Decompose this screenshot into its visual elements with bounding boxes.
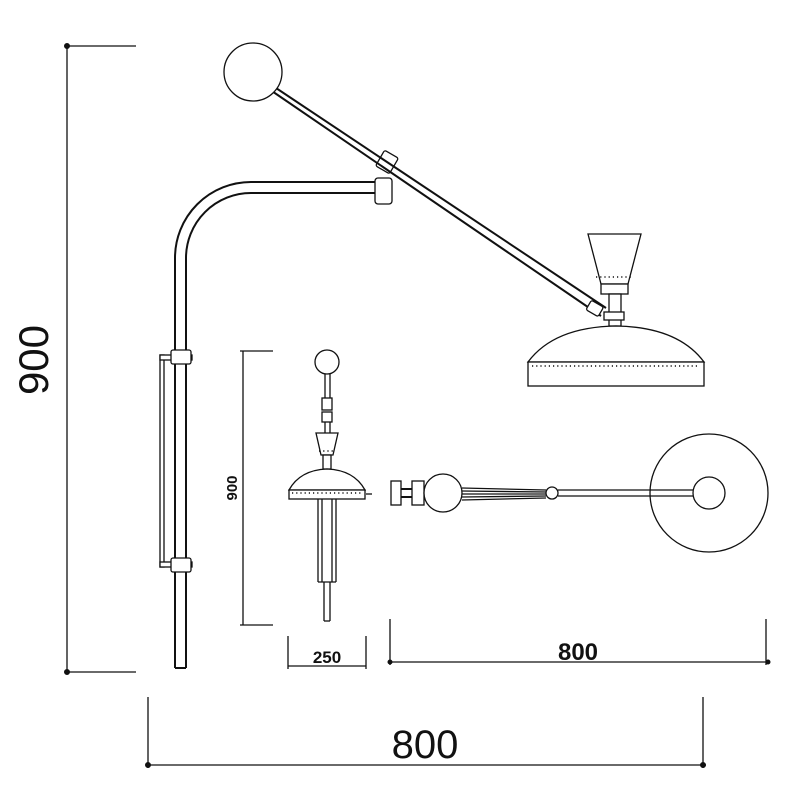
front-width-label: 250: [313, 648, 341, 667]
front-counterweight: [314, 349, 340, 375]
boom-arm: [260, 77, 607, 309]
height-label: 900: [10, 325, 57, 395]
wall-tube-inner: [185, 192, 385, 668]
wall-bracket: [159, 349, 193, 573]
counterweight-ball: [223, 42, 283, 102]
front-height-dimension: 900: [224, 350, 273, 626]
height-dimension: 900: [10, 43, 136, 675]
plan-width-dimension: 800: [387, 619, 771, 666]
width-label: 800: [392, 723, 459, 767]
plan-width-label: 800: [558, 639, 598, 666]
side-elevation-view: 900 800: [10, 42, 706, 768]
front-cup: [315, 432, 339, 456]
plan-view: 800: [387, 433, 771, 666]
plan-slider: [545, 486, 559, 500]
plan-shade-center: [692, 476, 726, 510]
plan-counterweight: [423, 473, 463, 513]
front-elevation-view: 900 250: [224, 349, 372, 669]
pivot-joint: [374, 177, 393, 205]
wall-tube: [174, 181, 385, 668]
dome-shade: [526, 325, 706, 387]
front-height-label: 900: [224, 475, 241, 500]
upper-cup: [587, 233, 642, 327]
front-width-dimension: 250: [287, 636, 367, 669]
shade-joint: [586, 300, 604, 317]
width-dimension: 800: [145, 697, 706, 768]
plan-wall-mount: [390, 480, 402, 506]
front-shade: [287, 468, 367, 491]
